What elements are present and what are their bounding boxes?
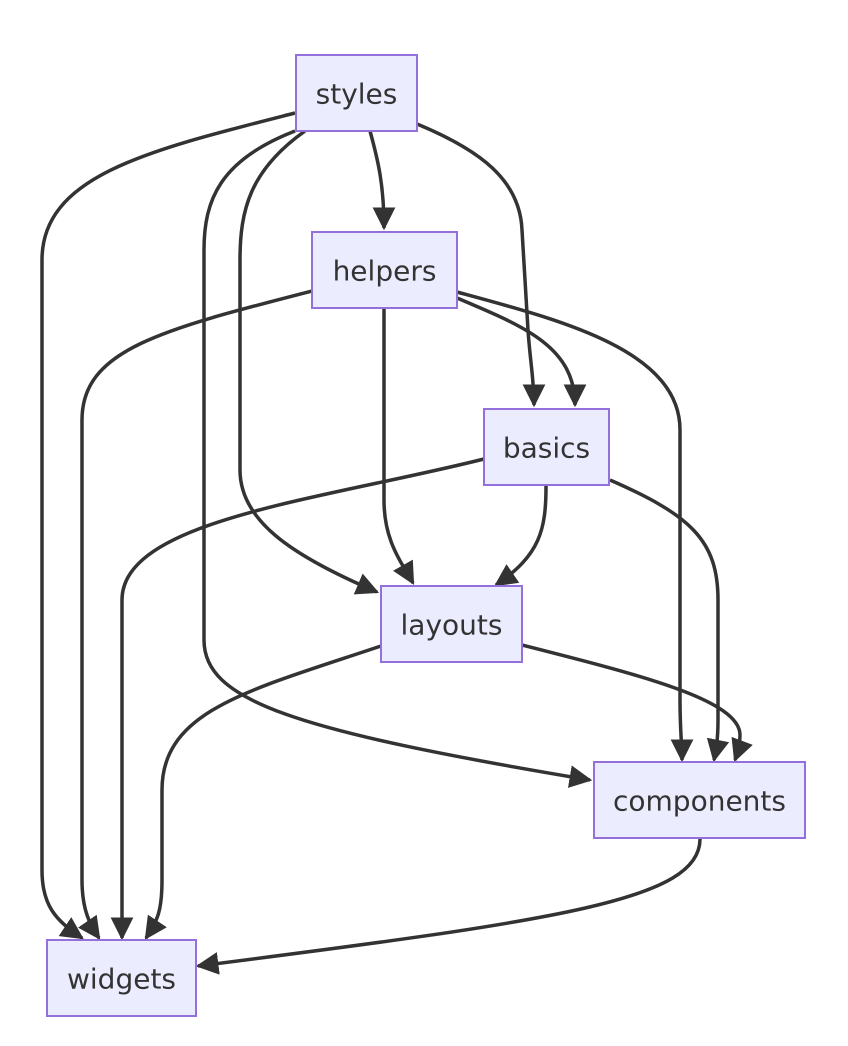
edge-basics-widgets bbox=[110, 457, 485, 941]
node-basics-box bbox=[483, 408, 610, 486]
node-basics[interactable]: basics bbox=[483, 408, 610, 486]
node-basics-label: basics bbox=[503, 432, 590, 465]
node-styles-box bbox=[295, 54, 418, 132]
node-layouts-label: layouts bbox=[401, 609, 503, 642]
node-helpers-label: helpers bbox=[333, 255, 437, 288]
edge-helpers-layouts bbox=[382, 309, 415, 585]
edge-layouts-components bbox=[521, 643, 753, 763]
node-widgets-box bbox=[46, 939, 197, 1017]
node-components-label: components bbox=[613, 785, 786, 818]
node-styles-label: styles bbox=[316, 78, 398, 111]
node-styles[interactable]: styles bbox=[295, 54, 418, 132]
node-widgets[interactable]: widgets bbox=[46, 939, 197, 1017]
node-layouts[interactable]: layouts bbox=[380, 585, 523, 663]
node-helpers[interactable]: helpers bbox=[311, 231, 458, 309]
edge-components-widgets bbox=[195, 838, 702, 975]
edges bbox=[40, 111, 753, 975]
edge-layouts-widgets bbox=[144, 644, 382, 940]
node-components[interactable]: components bbox=[593, 761, 806, 839]
edge-helpers-basics bbox=[456, 296, 587, 408]
edge-helpers-widgets bbox=[77, 289, 313, 940]
edge-styles-layouts bbox=[238, 129, 380, 595]
node-helpers-box bbox=[311, 231, 458, 309]
edge-styles-widgets bbox=[40, 111, 296, 940]
edge-styles-helpers bbox=[368, 130, 396, 231]
node-layouts-box bbox=[380, 585, 523, 663]
edge-basics-components bbox=[609, 478, 730, 763]
node-components-box bbox=[593, 761, 806, 839]
edge-styles-basics bbox=[416, 122, 546, 408]
edge-basics-layouts bbox=[494, 485, 548, 587]
node-widgets-label: widgets bbox=[67, 963, 176, 996]
edge-helpers-components bbox=[456, 290, 694, 763]
edge-styles-components bbox=[202, 129, 593, 788]
